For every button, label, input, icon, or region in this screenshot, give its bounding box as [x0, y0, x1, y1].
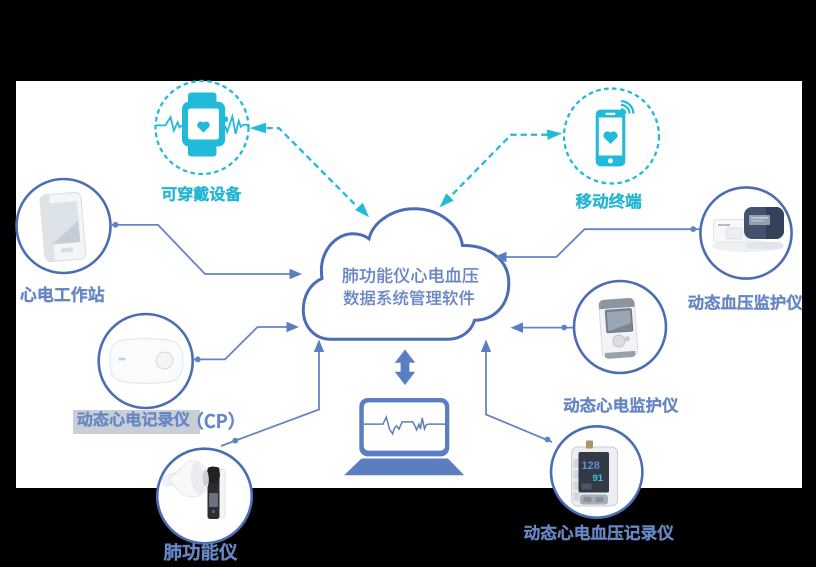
svg-text:128: 128 — [582, 460, 600, 472]
svg-text:91: 91 — [593, 473, 604, 484]
